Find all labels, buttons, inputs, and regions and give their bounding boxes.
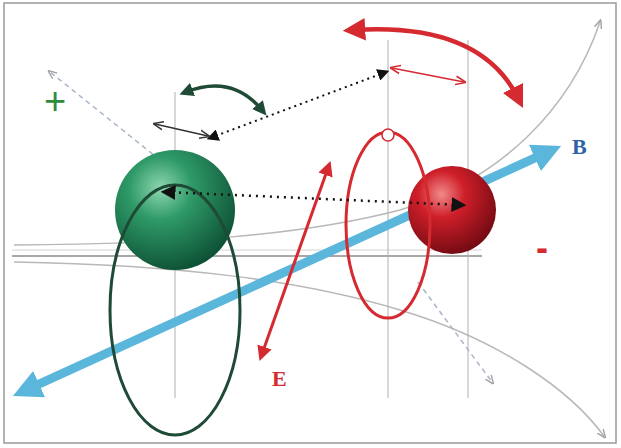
- separation-arrow: [165, 192, 462, 205]
- separation-arrow: [210, 72, 386, 138]
- charge-sign: -: [536, 230, 548, 266]
- direction-arrow: [50, 72, 160, 160]
- orbit-point: [382, 129, 394, 141]
- negative-orbit: [346, 132, 430, 318]
- field-curve: [14, 22, 600, 245]
- rotation-arrow: [186, 86, 262, 110]
- frame: [4, 3, 616, 443]
- rotation-arrow: [354, 29, 518, 98]
- field-label: B: [572, 136, 587, 158]
- direction-arrow: [418, 282, 492, 382]
- field-curve: [14, 262, 604, 436]
- negative-charge-sphere: [408, 166, 496, 254]
- displacement-arrow: [155, 124, 208, 136]
- positive-charge-sphere: [115, 150, 235, 270]
- positive-orbit: [110, 185, 240, 435]
- displacement-arrow: [392, 68, 464, 82]
- guide-line: [388, 40, 389, 398]
- magnetic-field-arrow: [26, 152, 548, 390]
- axis-line: [12, 250, 482, 251]
- field-label: E: [272, 368, 287, 390]
- axis-line: [12, 255, 482, 257]
- charge-sign: +: [44, 82, 66, 120]
